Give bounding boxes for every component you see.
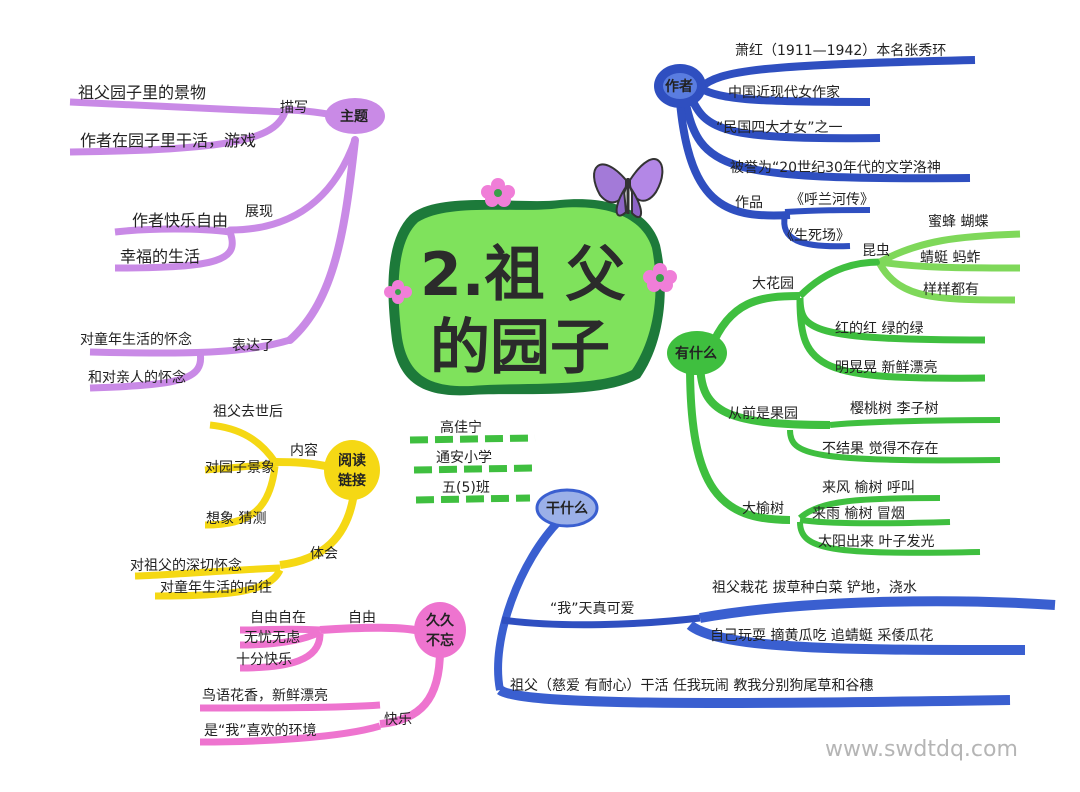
central-title-block: 2.祖 父 的园子 xyxy=(388,199,665,396)
author-item3: “民国四大才女”之一 xyxy=(716,119,843,136)
reading-item3: 想象 猜测 xyxy=(206,511,266,527)
flower-icon xyxy=(481,178,515,207)
never-forget-j2: 是“我”喜欢的环境 xyxy=(204,723,317,739)
branch-theme: 主题 描写 祖父园子里的景物 作者在园子里干活，游戏 展现 作者快乐自由 幸福的… xyxy=(69,83,385,392)
has-what-or1: 樱桃树 李子树 xyxy=(850,400,938,417)
theme-verb3: 表达了 xyxy=(232,338,274,354)
do-what-grandpa: 祖父（慈爱 有耐心）干活 任我玩闹 教我分别狗尾草和谷穗 xyxy=(510,678,873,694)
author-item2: 中国近现代女作家 xyxy=(728,84,840,101)
title-line1: 2.祖 父 xyxy=(420,240,625,310)
author-item5: 作品 xyxy=(735,195,763,211)
has-what-ins2: 蜻蜓 蚂蚱 xyxy=(920,250,980,266)
never-forget-hub xyxy=(414,602,466,658)
never-forget-hub-line1: 久久 xyxy=(425,612,455,629)
never-forget-f2: 无忧无虑 xyxy=(244,630,300,646)
has-what-elm: 大榆树 xyxy=(742,501,784,517)
reading-hub xyxy=(324,440,380,500)
has-what-orchard: 从前是果园 xyxy=(728,405,798,422)
never-forget-freedom: 自由 xyxy=(348,610,376,626)
has-what-garden: 大花园 xyxy=(752,276,794,292)
author-item4: 被誉为“20世纪30年代的文学洛神 xyxy=(730,160,941,176)
author-item7: 《生死场》 xyxy=(780,228,850,244)
reading-item5: 对童年生活的向往 xyxy=(160,579,272,596)
do-what-naughty: “我”天真可爱 xyxy=(550,601,635,617)
never-forget-joy: 快乐 xyxy=(384,712,412,728)
theme-item3: 作者快乐自由 xyxy=(132,211,228,230)
watermark: www.swdtdq.com xyxy=(825,737,1018,762)
theme-hub xyxy=(325,98,385,134)
branch-do-what: 干什么 “我”天真可爱 祖父栽花 拔草种白菜 铲地，浇水 自己玩耍 摘黄瓜吃 追… xyxy=(494,488,1056,708)
theme-item2: 作者在园子里干活，游戏 xyxy=(80,131,256,150)
has-what-elm2: 来雨 榆树 冒烟 xyxy=(812,506,905,522)
reading-hub-line1: 阅读 xyxy=(338,452,366,469)
has-what-ins1: 蜜蜂 蝴蝶 xyxy=(928,214,988,230)
has-what-ins3: 样样都有 xyxy=(923,282,979,298)
reading-item1: 祖父去世后 xyxy=(213,404,283,420)
author-hub-label: 作者 xyxy=(665,78,693,95)
butterfly-icon xyxy=(593,158,664,219)
title-background xyxy=(398,207,656,387)
has-what-hub-label: 有什么 xyxy=(675,345,717,362)
reading-hub-line2: 链接 xyxy=(338,472,366,489)
has-what-insects: 昆虫 xyxy=(862,243,890,259)
reading-verb2: 体会 xyxy=(310,546,338,562)
author-class: 五(5)班 xyxy=(442,480,490,496)
has-what-elm3: 太阳出来 叶子发光 xyxy=(818,534,934,550)
author-credit: 高佳宁 通安小学 五(5)班 xyxy=(409,419,536,504)
theme-item6: 和对亲人的怀念 xyxy=(88,369,186,386)
has-what-or2: 不结果 觉得不存在 xyxy=(822,440,938,457)
branch-never-forget: 久久 不忘 自由 自由自在 无忧无虑 十分快乐 快乐 鸟语花香，新鲜漂亮 是“我… xyxy=(199,602,466,746)
reading-item4: 对祖父的深切怀念 xyxy=(130,557,242,574)
do-what-grandpa-plant: 祖父栽花 拔草种白菜 铲地，浇水 xyxy=(712,580,917,596)
has-what-elm1: 来风 榆树 呼叫 xyxy=(822,480,915,496)
theme-item4: 幸福的生活 xyxy=(120,247,200,266)
do-what-self-play: 自己玩耍 摘黄瓜吃 追蜻蜓 采倭瓜花 xyxy=(710,627,933,644)
title-line2: 的园子 xyxy=(430,313,610,383)
author-item6: 《呼兰河传》 xyxy=(790,192,874,208)
theme-verb2: 展现 xyxy=(245,204,273,220)
has-what-col1: 红的红 绿的绿 xyxy=(835,321,923,337)
theme-verb1: 描写 xyxy=(280,100,308,116)
author-name: 高佳宁 xyxy=(440,419,482,436)
theme-hub-label: 主题 xyxy=(340,108,369,125)
branch-reading: 阅读 链接 内容 祖父去世后 对园子景象 想象 猜测 体会 对祖父的深切怀念 对… xyxy=(130,404,380,600)
never-forget-f1: 自由自在 xyxy=(250,610,306,626)
theme-item1: 祖父园子里的景物 xyxy=(78,83,206,102)
never-forget-j1: 鸟语花香，新鲜漂亮 xyxy=(202,687,328,704)
author-school: 通安小学 xyxy=(436,450,492,466)
reading-item2: 对园子景象 xyxy=(205,460,275,476)
author-item1: 萧红（1911—1942）本名张秀环 xyxy=(735,43,946,59)
theme-item5: 对童年生活的怀念 xyxy=(80,331,192,348)
do-what-hub-label: 干什么 xyxy=(546,500,588,517)
flower-icon xyxy=(643,263,677,292)
branch-has-what: 有什么 大花园 昆虫 蜜蜂 蝴蝶 蜻蜓 蚂蚱 样样都有 红的红 绿的绿 明晃晃 … xyxy=(667,214,1021,556)
branch-author: 作者 萧红（1911—1942）本名张秀环 中国近现代女作家 “民国四大才女”之… xyxy=(654,43,976,250)
has-what-hub xyxy=(667,331,727,375)
do-what-hub xyxy=(535,488,599,528)
never-forget-f3: 十分快乐 xyxy=(236,652,292,668)
never-forget-hub-line2: 不忘 xyxy=(426,632,454,649)
reading-verb1: 内容 xyxy=(290,442,318,459)
has-what-col2: 明晃晃 新鲜漂亮 xyxy=(835,359,937,376)
flower-icon xyxy=(384,280,412,304)
